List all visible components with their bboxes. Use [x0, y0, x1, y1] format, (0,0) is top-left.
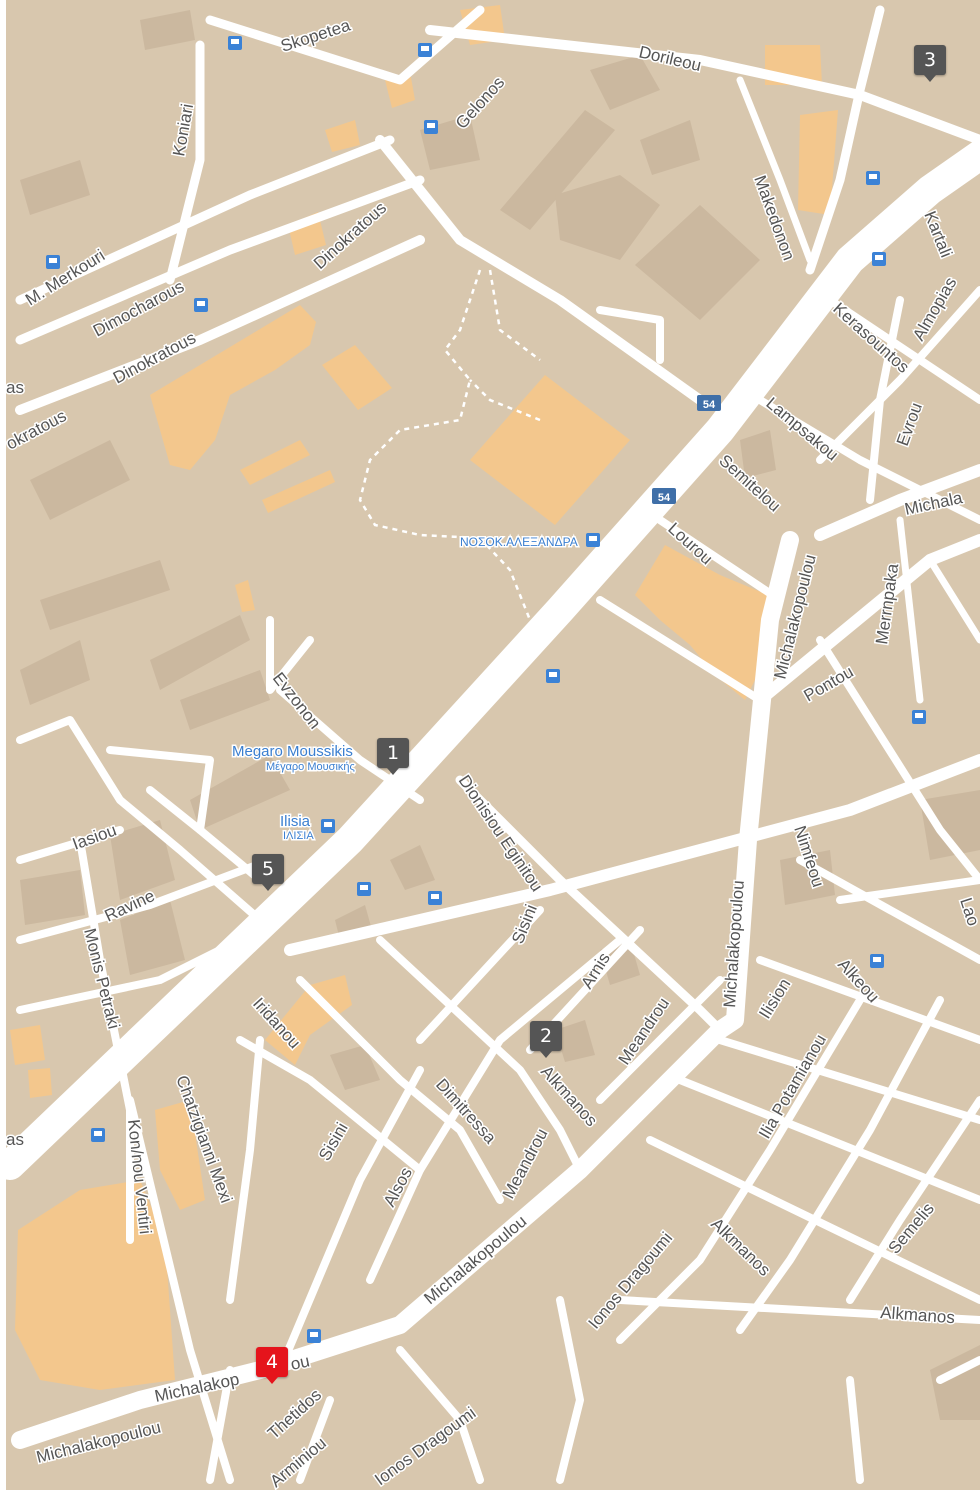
poi-labels: ΝΟΣΟΚ.ΑΛΕΞΑΝΔΡΑ Megaro Moussikis Μέγαρο …	[231, 534, 580, 844]
bus-stop-icon[interactable]	[91, 1128, 105, 1142]
ilisia-greek-label: ΙΛΙΣΙΑ	[283, 830, 314, 842]
route-badge-label: 54	[703, 399, 716, 411]
buildings	[10, 5, 838, 1390]
street-label: ou	[289, 1351, 311, 1374]
map-marker-1[interactable]: 1	[377, 738, 409, 775]
bus-stop-icon[interactable]	[418, 43, 432, 57]
hospital-label: ΝΟΣΟΚ.ΑΛΕΞΑΝΔΡΑ	[460, 535, 578, 549]
bus-stop-icon[interactable]	[424, 120, 438, 134]
bus-stop-icon[interactable]	[872, 252, 886, 266]
street-label: as	[6, 378, 24, 397]
megaro-moussikis-label: Megaro Moussikis	[232, 743, 353, 760]
street-label: as	[6, 1130, 24, 1149]
bus-stop-icon[interactable]	[307, 1329, 321, 1343]
megaro-moussikis-greek-label: Μέγαρο Μουσικής	[266, 761, 355, 773]
map-marker-4-selected[interactable]: 4	[256, 1347, 288, 1384]
bus-stop-icon[interactable]	[428, 891, 442, 905]
map-marker-5[interactable]: 5	[252, 854, 284, 891]
bus-stop-icon[interactable]	[912, 710, 926, 724]
map-border	[0, 0, 6, 1490]
route-badge-label: 54	[658, 492, 671, 504]
footpaths	[358, 269, 541, 621]
map-marker-3[interactable]: 3	[914, 45, 946, 82]
bus-stop-icon[interactable]	[194, 298, 208, 312]
metro-stop-icon[interactable]	[321, 819, 335, 833]
tram-stop-icon[interactable]	[586, 533, 600, 547]
blocks	[20, 10, 980, 1420]
bus-stop-icon[interactable]	[357, 882, 371, 896]
bus-stop-icon[interactable]	[46, 255, 60, 269]
map-marker-2[interactable]: 2	[530, 1021, 562, 1058]
bus-stop-icon[interactable]	[870, 954, 884, 968]
ilisia-label: Ilisia	[280, 813, 311, 830]
bus-stop-icon[interactable]	[546, 669, 560, 683]
bus-stop-icon[interactable]	[228, 36, 242, 50]
route-badges: 54 54	[652, 395, 721, 504]
bus-stop-icon[interactable]	[866, 171, 880, 185]
bus-stops	[46, 36, 926, 1343]
